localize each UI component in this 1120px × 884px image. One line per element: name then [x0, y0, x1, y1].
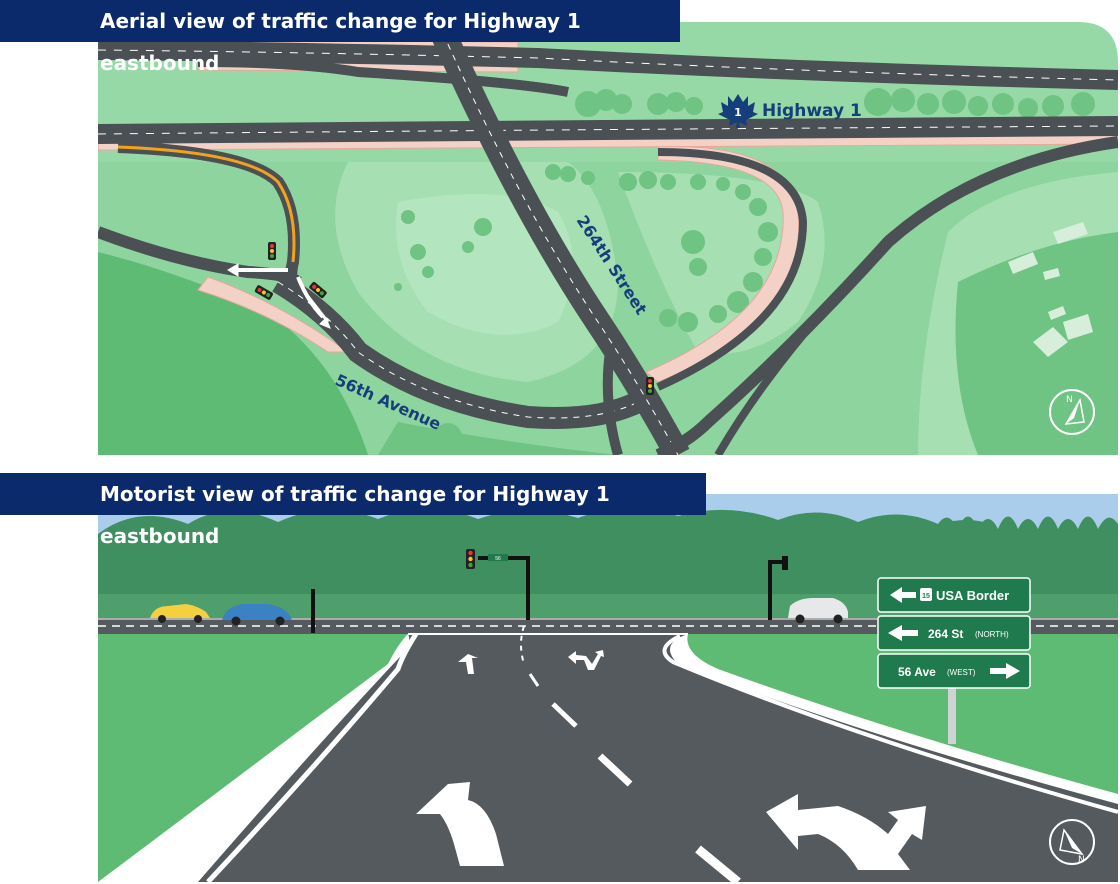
sign-56-main-text: 56 Ave	[898, 665, 936, 679]
sign-264-main-text: 264 St	[928, 627, 963, 641]
left-turn-arrow-icon	[416, 782, 504, 866]
street-name-sign: 56	[495, 556, 501, 562]
highway-1-label: Highway 1	[762, 101, 862, 121]
highway-shield-number: 1	[734, 106, 742, 119]
traffic-light-icon	[268, 242, 276, 260]
compass-icon: N	[1049, 389, 1095, 435]
traffic-light-icon	[646, 377, 654, 395]
tree-clusters	[394, 88, 1095, 451]
traffic-light-icon	[254, 285, 273, 300]
aerial-map-panel: 1 Highway 1 264th Street 56th Avenue N	[98, 22, 1118, 455]
building-footprints	[1008, 222, 1093, 357]
left-arrow-icon	[890, 587, 916, 603]
aerial-view-title: Aerial view of traffic change for Highwa…	[0, 0, 680, 75]
highway-1-roads	[98, 22, 1118, 455]
traffic-light-icon	[309, 281, 327, 299]
compass-letter: N	[1078, 855, 1085, 865]
car-icon	[150, 604, 210, 623]
traffic-light-icon	[466, 549, 475, 569]
us-route-shield-number: 15	[922, 593, 930, 600]
left-arrow-icon	[888, 625, 918, 641]
left-straight-arrow-icon	[568, 650, 604, 670]
turn-arrows	[227, 263, 331, 329]
lane-dashes	[528, 673, 741, 882]
motorist-view: 56 15 USA Border 264 S	[98, 494, 1118, 882]
aerial-map: 1 Highway 1 264th Street 56th Avenue N	[98, 22, 1118, 455]
sign-264-direction-text: (NORTH)	[975, 630, 1009, 639]
motorist-view-panel: 56 15 USA Border 264 S	[98, 494, 1118, 882]
sign-56-ave: 56 Ave (WEST)	[877, 653, 1031, 689]
sign-264-st: 264 St (NORTH)	[877, 615, 1031, 651]
left-turn-arrow-icon	[458, 654, 478, 674]
motorist-view-title: Motorist view of traffic change for High…	[0, 473, 706, 548]
maple-leaf-shield-icon: 1	[718, 94, 758, 128]
left-straight-arrow-icon	[766, 794, 926, 870]
sign-usa-border: 15 USA Border	[877, 577, 1031, 613]
right-arrow-icon	[990, 663, 1020, 679]
car-icon	[222, 604, 292, 626]
sign-56-direction-text: (WEST)	[947, 668, 976, 677]
car-icon	[788, 598, 848, 624]
compass-icon: N	[1049, 819, 1095, 865]
us-route-shield-icon	[920, 588, 932, 601]
compass-letter: N	[1066, 395, 1073, 405]
sign-usa-border-text: USA Border	[936, 588, 1009, 603]
